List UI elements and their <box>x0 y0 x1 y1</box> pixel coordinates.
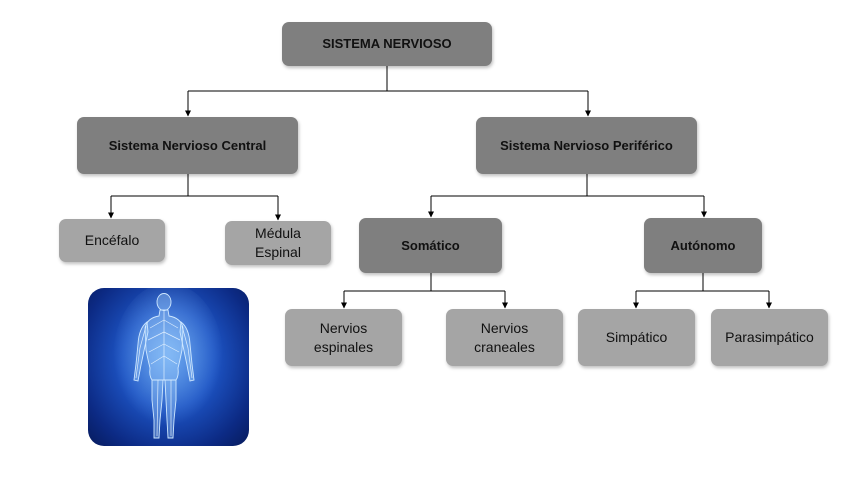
node-label: Médula Espinal <box>255 225 301 260</box>
human-body-icon <box>113 288 223 439</box>
node-parasimpatico: Parasimpático <box>711 309 828 366</box>
node-encefalo: Encéfalo <box>59 219 165 262</box>
human-body-illustration <box>88 288 249 446</box>
node-somatico: Somático <box>359 218 502 273</box>
node-medula-espinal: Médula Espinal <box>225 221 331 265</box>
node-nervios-espinales: Nervios espinales <box>285 309 402 366</box>
node-label: Nervios craneales <box>474 319 535 355</box>
node-autonomo: Autónomo <box>644 218 762 273</box>
node-label: Encéfalo <box>84 232 140 249</box>
node-label: Sistema Nervioso Periférico <box>500 137 673 153</box>
node-sistema-nervioso: SISTEMA NERVIOSO <box>282 22 492 66</box>
node-label: Nervios espinales <box>313 319 374 355</box>
node-label: Autónomo <box>670 237 736 253</box>
node-sistema-nervioso-periferico: Sistema Nervioso Periférico <box>476 117 697 174</box>
node-label: SISTEMA NERVIOSO <box>322 36 452 52</box>
node-simpatico: Simpático <box>578 309 695 366</box>
node-nervios-craneales: Nervios craneales <box>446 309 563 366</box>
node-sistema-nervioso-central: Sistema Nervioso Central <box>77 117 298 174</box>
node-label: Parasimpático <box>725 329 814 346</box>
node-label: Simpático <box>605 329 668 346</box>
node-label: Sistema Nervioso Central <box>108 137 267 153</box>
node-label: Somático <box>401 237 460 253</box>
